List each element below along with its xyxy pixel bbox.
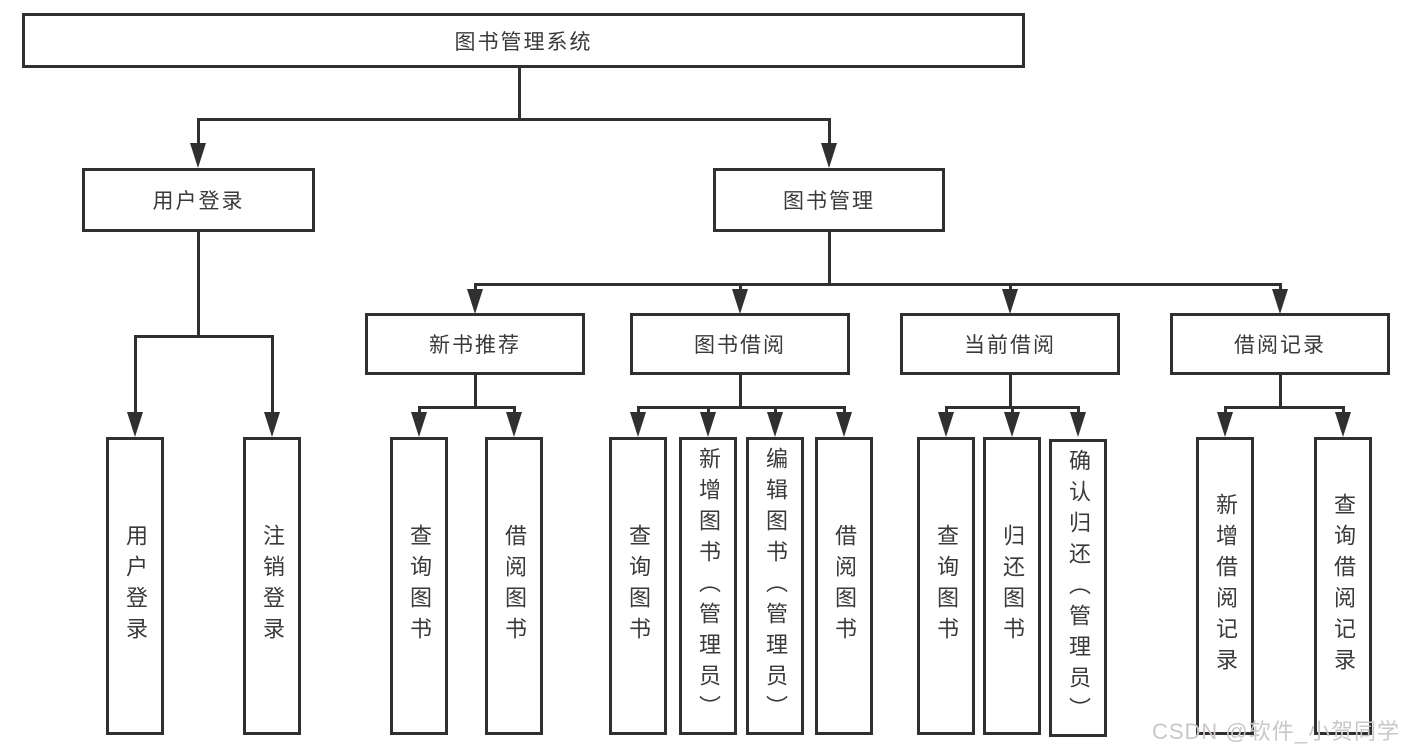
down-arrowhead-icon	[1217, 412, 1233, 437]
down-arrowhead-icon	[732, 289, 748, 314]
connector-line	[707, 406, 710, 415]
down-arrowhead-icon	[1070, 412, 1086, 437]
node-root: 图书管理系统	[22, 13, 1025, 68]
node-new-book-recommend: 新书推荐	[365, 313, 585, 375]
connector-line	[134, 335, 137, 415]
leaf-borrow-borrow-books: 借阅图书	[815, 437, 873, 735]
down-arrowhead-icon	[190, 143, 206, 168]
down-arrowhead-icon	[1002, 289, 1018, 314]
connector-line	[1011, 406, 1014, 415]
connector-line	[1009, 375, 1012, 408]
connector-line	[518, 68, 521, 120]
connector-line	[637, 406, 845, 409]
leaf-borrow-query-books: 查询图书	[609, 437, 667, 735]
leaf-borrow-edit-books-admin: 编辑图书（管理员）	[746, 437, 804, 735]
leaf-records-query-record-label: 查询借阅记录	[1331, 493, 1356, 679]
connector-line	[1279, 283, 1282, 293]
connector-line	[474, 283, 1281, 286]
node-new-book-recommend-label: 新书推荐	[429, 334, 521, 357]
connector-line	[945, 406, 948, 415]
leaf-borrow-add-books-admin-label: 新增图书（管理员）	[696, 446, 721, 726]
connector-line	[739, 375, 742, 408]
connector-line	[197, 118, 831, 121]
down-arrowhead-icon	[264, 412, 280, 437]
connector-line	[843, 406, 846, 415]
leaf-current-return-books-label: 归还图书	[1000, 524, 1025, 648]
leaf-recommend-query-books: 查询图书	[390, 437, 448, 735]
connector-line	[513, 406, 516, 415]
leaf-current-query-books-label: 查询图书	[934, 524, 959, 648]
connector-line	[134, 335, 274, 338]
leaf-current-confirm-return-admin: 确认归还（管理员）	[1049, 439, 1107, 737]
node-book-borrow-label: 图书借阅	[694, 334, 786, 357]
down-arrowhead-icon	[821, 143, 837, 168]
connector-line	[418, 406, 421, 415]
leaf-current-query-books: 查询图书	[917, 437, 975, 735]
down-arrowhead-icon	[1272, 289, 1288, 314]
leaf-borrow-add-books-admin: 新增图书（管理员）	[679, 437, 737, 735]
leaf-recommend-borrow-books-label: 借阅图书	[502, 524, 527, 648]
connector-line	[1077, 406, 1080, 415]
csdn-watermark: CSDN @软件_小贺同学	[1151, 719, 1400, 744]
down-arrowhead-icon	[1004, 412, 1020, 437]
connector-line	[637, 406, 640, 415]
connector-line	[474, 283, 477, 293]
connector-line	[1224, 406, 1344, 409]
connector-line	[197, 118, 200, 146]
leaf-logout-label: 注销登录	[260, 524, 285, 648]
leaf-borrow-borrow-books-label: 借阅图书	[832, 524, 857, 648]
leaf-borrow-query-books-label: 查询图书	[626, 524, 651, 648]
leaf-current-confirm-return-admin-label: 确认归还（管理员）	[1066, 448, 1091, 728]
leaf-recommend-query-books-label: 查询图书	[407, 524, 432, 648]
leaf-records-add-record-label: 新增借阅记录	[1213, 493, 1238, 679]
leaf-borrow-edit-books-admin-label: 编辑图书（管理员）	[763, 446, 788, 726]
node-user-login-label: 用户登录	[152, 190, 245, 213]
connector-line	[828, 232, 831, 285]
node-book-management-label: 图书管理	[783, 190, 875, 213]
leaf-records-query-record: 查询借阅记录	[1314, 437, 1372, 735]
connector-line	[774, 406, 777, 415]
connector-line	[271, 335, 274, 415]
leaf-user-login: 用户登录	[106, 437, 164, 735]
down-arrowhead-icon	[127, 412, 143, 437]
down-arrowhead-icon	[506, 412, 522, 437]
down-arrowhead-icon	[836, 412, 852, 437]
node-book-management: 图书管理	[713, 168, 945, 232]
connector-line	[828, 118, 831, 146]
connector-line	[1342, 406, 1345, 415]
leaf-records-add-record: 新增借阅记录	[1196, 437, 1254, 735]
connector-line	[1279, 375, 1282, 408]
connector-line	[474, 375, 477, 408]
node-user-login: 用户登录	[82, 168, 315, 232]
down-arrowhead-icon	[411, 412, 427, 437]
node-current-borrow-label: 当前借阅	[964, 334, 1056, 357]
connector-line	[1224, 406, 1227, 415]
node-borrow-records-label: 借阅记录	[1234, 334, 1326, 357]
down-arrowhead-icon	[630, 412, 646, 437]
connector-line	[739, 283, 742, 293]
node-book-borrow: 图书借阅	[630, 313, 850, 375]
node-root-label: 图书管理系统	[454, 30, 593, 54]
leaf-user-login-label: 用户登录	[123, 524, 148, 648]
node-current-borrow: 当前借阅	[900, 313, 1120, 375]
node-borrow-records: 借阅记录	[1170, 313, 1390, 375]
leaf-current-return-books: 归还图书	[983, 437, 1041, 735]
down-arrowhead-icon	[938, 412, 954, 437]
down-arrowhead-icon	[700, 412, 716, 437]
connector-line	[197, 232, 200, 337]
leaf-recommend-borrow-books: 借阅图书	[485, 437, 543, 735]
down-arrowhead-icon	[1335, 412, 1351, 437]
connector-line	[1009, 283, 1012, 293]
down-arrowhead-icon	[467, 289, 483, 314]
down-arrowhead-icon	[767, 412, 783, 437]
leaf-logout: 注销登录	[243, 437, 301, 735]
connector-line	[418, 406, 515, 409]
